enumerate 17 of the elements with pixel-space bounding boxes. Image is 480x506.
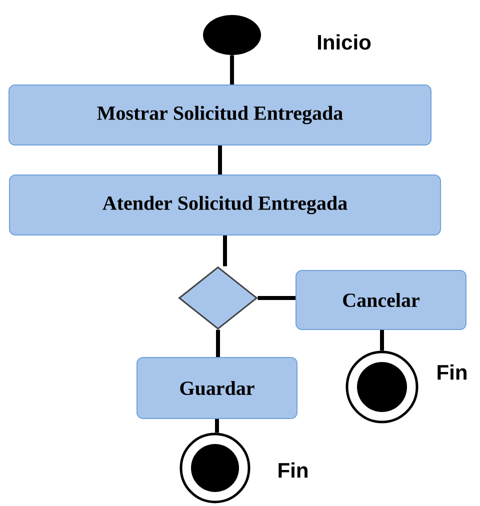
node-label: Inicio: [318, 34, 371, 50]
activity-box: Cancelar: [296, 270, 466, 330]
end-circle: [180, 432, 250, 504]
activity-box: Atender Solicitud Entregada: [9, 174, 441, 236]
connector-line: [218, 146, 222, 174]
connector-line: [230, 55, 234, 84]
node-label: Fin: [278, 462, 308, 478]
activity-box: Mostrar Solicitud Entregada: [8, 84, 432, 146]
node-label: Fin: [438, 364, 466, 380]
connector-line: [258, 296, 296, 300]
connector-line: [223, 236, 227, 266]
start-circle: [203, 15, 261, 55]
connector-line: [380, 330, 384, 351]
connector-line: [215, 419, 219, 433]
end-circle: [346, 350, 418, 424]
activity-box: Guardar: [136, 357, 298, 419]
connector-line: [216, 330, 220, 357]
